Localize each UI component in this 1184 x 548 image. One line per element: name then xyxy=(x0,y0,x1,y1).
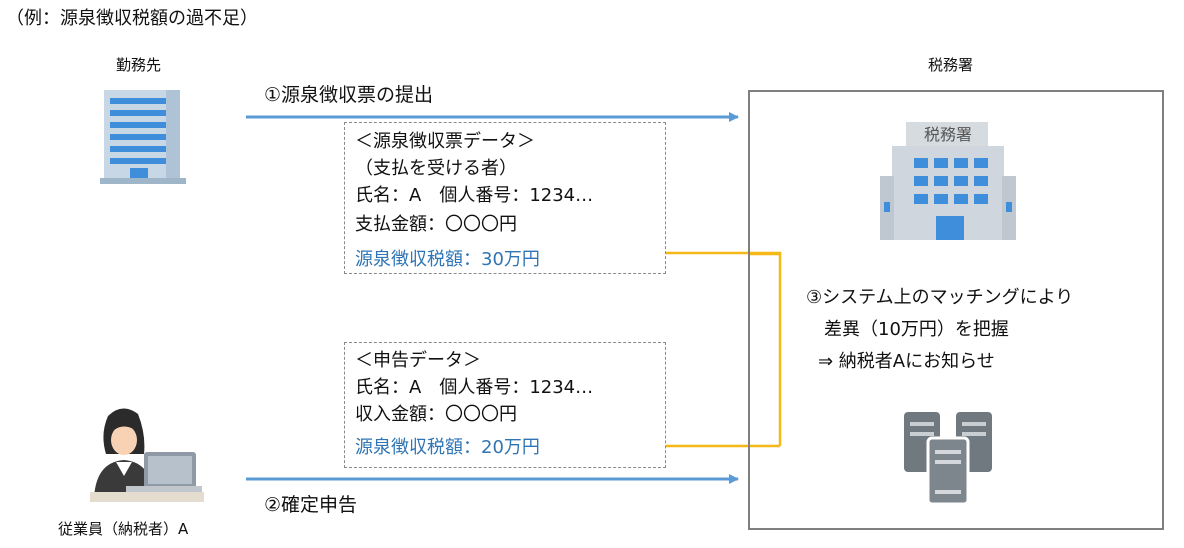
employer-label: 勤務先 xyxy=(116,56,162,74)
diagram-caption: （例：源泉徴収税額の過不足） xyxy=(6,8,258,29)
box1-subtitle: （支払を受ける者） xyxy=(355,158,517,179)
step2-label: ②確定申告 xyxy=(264,494,358,516)
notice-line1: ③システム上のマッチングにより xyxy=(806,287,1074,308)
employee-label: 従業員（納税者）A xyxy=(58,520,189,538)
box1-title: ＜源泉徴収票データ＞ xyxy=(355,131,535,152)
office-building-icon xyxy=(100,90,186,184)
box1-line2: 支払金額：〇〇〇円 xyxy=(355,214,517,235)
tax-office-sign: 税務署 xyxy=(923,125,972,144)
box2-line2: 収入金額：〇〇〇円 xyxy=(355,404,517,425)
box2-withholding-amount: 源泉徴収税額：20万円 xyxy=(355,437,540,458)
employee-at-laptop-icon xyxy=(90,408,204,502)
notice-line2: 差異（10万円）を把握 xyxy=(824,319,1009,340)
box1-line1: 氏名：A 個人番号：1234… xyxy=(355,185,594,206)
box2-line1: 氏名：A 個人番号：1234… xyxy=(355,377,594,398)
tax-return-data-box: ＜申告データ＞ 氏名：A 個人番号：1234… 収入金額：〇〇〇円 源泉徴収税額… xyxy=(344,342,666,468)
matching-notice: ③システム上のマッチングにより 差異（10万円）を把握 ⇒ 納税者Aにお知らせ xyxy=(806,282,1073,378)
notice-line3: ⇒ 納税者Aにお知らせ xyxy=(818,351,995,372)
box1-withholding-amount: 源泉徴収税額：30万円 xyxy=(355,249,540,270)
server-icon xyxy=(904,412,992,506)
step1-label: ①源泉徴収票の提出 xyxy=(264,84,434,106)
tax-office-building-icon xyxy=(880,122,1016,240)
box2-title: ＜申告データ＞ xyxy=(355,350,481,371)
tax-office-label: 税務署 xyxy=(928,56,974,74)
tax-office-frame xyxy=(748,90,1164,530)
withholding-slip-data-box: ＜源泉徴収票データ＞ （支払を受ける者） 氏名：A 個人番号：1234… 支払金… xyxy=(344,122,666,274)
